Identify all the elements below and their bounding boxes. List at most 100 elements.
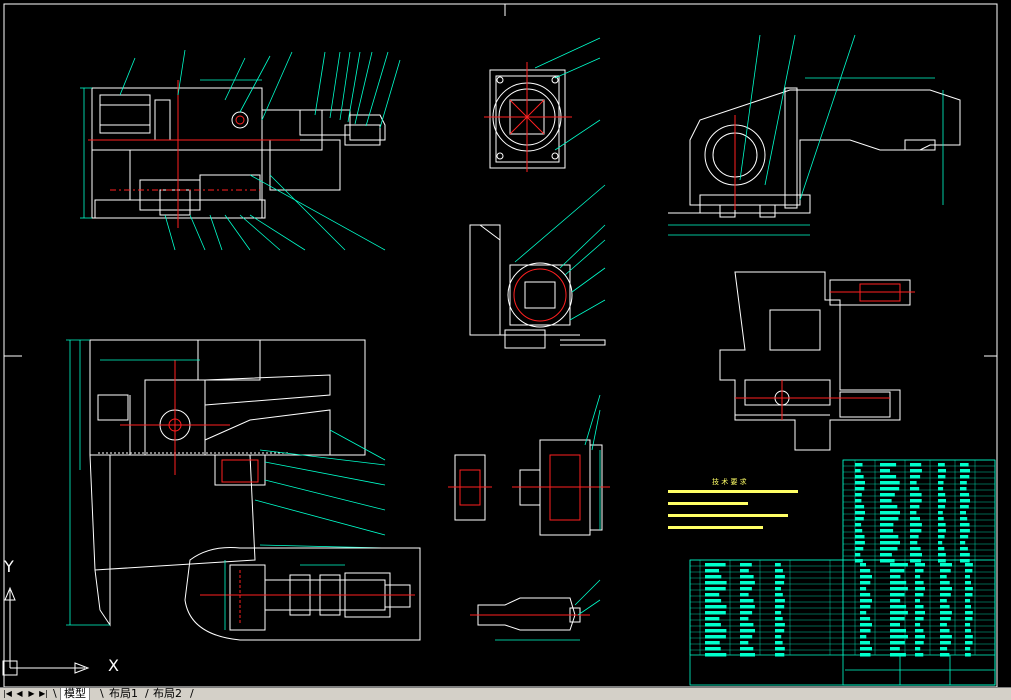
table-cell-text-block xyxy=(960,505,969,509)
table-cell-text-block xyxy=(940,581,950,585)
tab-separator: \ xyxy=(100,687,104,700)
table-cell-text-block xyxy=(965,617,973,621)
table-cell-text-block xyxy=(940,569,951,573)
table-cell-text-block xyxy=(855,469,861,473)
table-cell-text-block xyxy=(775,653,785,657)
prev-tab-button[interactable]: ◀ xyxy=(16,689,23,698)
table-cell-text-block xyxy=(938,523,946,527)
tab-layout1[interactable]: 布局1 xyxy=(109,687,138,700)
table-cell-text-block xyxy=(855,553,861,557)
table-cell-text-block xyxy=(775,599,785,603)
view-bottom-left[interactable] xyxy=(89,339,366,627)
table-cell-text-block xyxy=(705,575,722,579)
table-cell-text-block xyxy=(775,611,782,615)
table-cell-text-block xyxy=(940,617,951,621)
table-cell-text-block xyxy=(880,547,898,551)
table-cell-text-block xyxy=(960,547,968,551)
view-small-parts-middle[interactable] xyxy=(448,439,610,631)
table-cell-text-block xyxy=(775,629,785,633)
tab-model[interactable]: 模型 xyxy=(60,688,90,700)
table-cell-text-block xyxy=(740,611,753,615)
table-cell-text-block xyxy=(855,523,862,527)
table-cell-text-block xyxy=(890,569,905,573)
table-cell-text-block xyxy=(938,481,944,485)
table-cell-text-block xyxy=(880,529,894,533)
table-cell-text-block xyxy=(915,617,924,621)
table-cell-text-block xyxy=(960,475,970,479)
table-cell-text-block xyxy=(910,487,920,491)
table-cell-text-block xyxy=(855,517,864,521)
table-cell-text-block xyxy=(915,575,921,579)
table-cell-text-block xyxy=(740,635,753,639)
table-cell-text-block xyxy=(705,587,726,591)
view-right-middle[interactable] xyxy=(719,271,911,451)
table-cell-text-block xyxy=(910,535,919,539)
table-cell-text-block xyxy=(940,653,950,657)
table-cell-text-block xyxy=(740,617,749,621)
view-flange-top-leaders xyxy=(534,37,601,151)
table-cell-text-block xyxy=(775,617,783,621)
table-cell-text-block xyxy=(960,481,967,485)
first-tab-button[interactable]: |◀ xyxy=(3,689,12,698)
table-cell-text-block xyxy=(860,605,871,609)
table-cell-text-block xyxy=(910,511,917,515)
table-cell-text-block xyxy=(915,593,924,597)
tab-separator: \ xyxy=(53,687,57,700)
table-cell-text-block xyxy=(880,493,895,497)
table-cell-text-block xyxy=(938,517,944,521)
table-cell-text-block xyxy=(860,575,872,579)
table-cell-text-block xyxy=(880,535,899,539)
table-cell-text-block xyxy=(860,623,872,627)
table-cell-text-block xyxy=(938,511,943,515)
table-cell-text-block xyxy=(705,569,719,573)
table-cell-text-block xyxy=(910,475,921,479)
table-cell-text-block xyxy=(775,635,782,639)
table-cell-text-block xyxy=(880,463,897,467)
table-cell-text-block xyxy=(855,505,865,509)
table-cell-text-block xyxy=(910,547,921,551)
table-cell-text-block xyxy=(960,541,966,545)
table-cell-text-block xyxy=(960,463,969,467)
table-cell-text-block xyxy=(855,529,863,533)
table-cell-text-block xyxy=(910,499,922,503)
table-cell-text-block xyxy=(740,581,755,585)
table-cell-text-block xyxy=(740,575,754,579)
detail-view-piston[interactable] xyxy=(184,547,421,641)
table-cell-text-block xyxy=(938,547,945,551)
svg-text:技 术 要 求: 技 术 要 求 xyxy=(712,477,747,486)
table-cell-text-block xyxy=(775,641,783,645)
view-front-top-left[interactable] xyxy=(91,87,386,219)
table-cell-text-block xyxy=(705,611,726,615)
view-section-middle[interactable] xyxy=(469,224,606,349)
view-side-top-right-dims xyxy=(668,34,944,236)
table-cell-text-block xyxy=(705,653,727,657)
table-cell-text-block xyxy=(940,587,952,591)
table-cell-text-block xyxy=(938,529,946,533)
table-cell-text-block xyxy=(940,593,951,597)
table-cell-text-block xyxy=(938,487,944,491)
table-cell-text-block xyxy=(965,629,971,633)
tab-separator: / xyxy=(145,687,149,700)
table-cell-text-block xyxy=(915,623,921,627)
table-cell-text-block xyxy=(965,623,971,627)
table-cell-text-block xyxy=(938,559,946,563)
table-cell-text-block xyxy=(915,587,925,591)
table-cell-text-block xyxy=(880,481,900,485)
table-cell-text-block xyxy=(740,569,749,573)
table-cell-text-block xyxy=(860,617,871,621)
last-tab-button[interactable]: ▶| xyxy=(39,689,48,698)
table-cell-text-block xyxy=(705,617,720,621)
view-side-top-right[interactable] xyxy=(668,87,961,218)
table-cell-text-block xyxy=(938,475,946,479)
table-cell-text-block xyxy=(910,559,921,563)
table-cell-text-block xyxy=(938,499,946,503)
table-cell-text-block xyxy=(915,647,921,651)
detail-view-piston-dims xyxy=(224,560,345,630)
table-cell-text-block xyxy=(915,653,924,657)
table-cell-text-block xyxy=(890,599,901,603)
next-tab-button[interactable]: ▶ xyxy=(28,689,35,698)
table-cell-text-block xyxy=(860,581,871,585)
tab-layout2[interactable]: 布局2 xyxy=(153,687,182,700)
